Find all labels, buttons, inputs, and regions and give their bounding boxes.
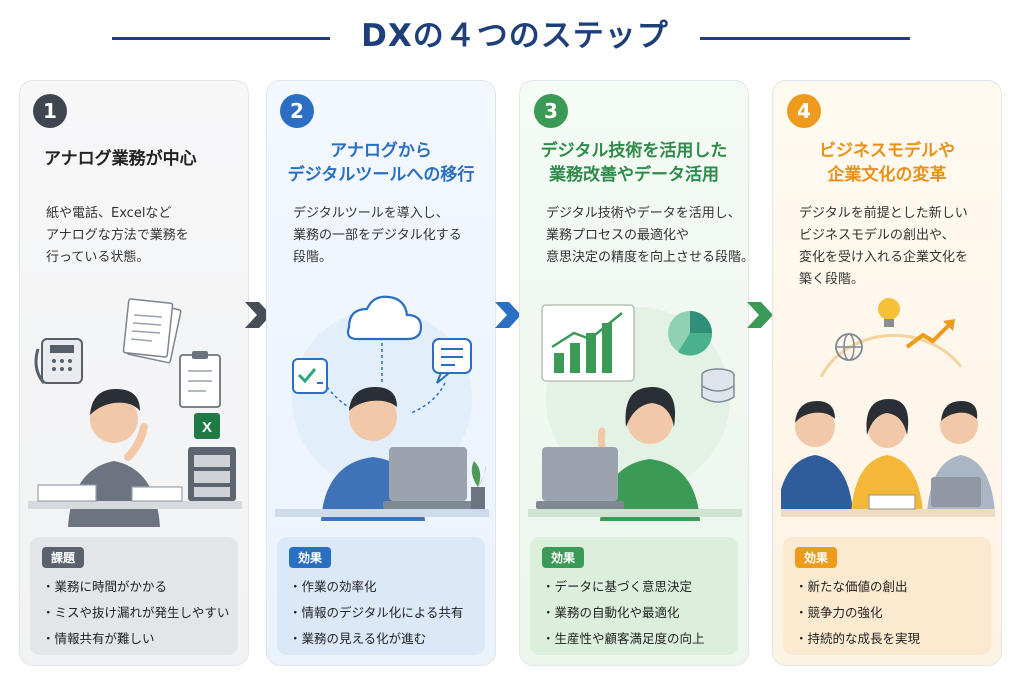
- step-heading: アナログから デジタルツールへの移行: [273, 139, 489, 187]
- effect-box: 効果 ・新たな価値の創出 ・競争力の強化 ・持続的な成長を実現: [783, 537, 991, 655]
- arrow-right-icon: [245, 302, 271, 328]
- step-description: 紙や電話、Excelなど アナログな方法で業務を 行っている状態。: [46, 203, 238, 269]
- step-heading: アナログ業務が中心: [44, 147, 242, 171]
- bullet-list: ・業務に時間がかかる ・ミスや抜け漏れが発生しやすい ・情報共有が難しい: [42, 574, 230, 652]
- document-stack-icon: [122, 298, 182, 364]
- step-card-3: 3 デジタル技術を活用した 業務改善やデータ活用 デジタル技術やデータを活用し、…: [519, 80, 749, 666]
- box-label: 効果: [289, 547, 332, 568]
- cloud-icon: [346, 295, 423, 341]
- desc-line: 紙や電話、Excelなど: [46, 206, 172, 221]
- desc-line: 業務プロセスの最適化や: [546, 228, 690, 243]
- step-description: デジタルツールを導入し、 業務の一部をデジタル化する 段階。: [293, 203, 485, 269]
- checklist-icon: [292, 358, 328, 394]
- list-item: ・生産性や顧客満足度の向上: [542, 631, 705, 646]
- list-item: ・情報共有が難しい: [42, 631, 155, 646]
- effect-box: 効果 ・作業の効率化 ・情報のデジタル化による共有 ・業務の見える化が進む: [277, 537, 485, 655]
- heading-line: 企業文化の変革: [827, 165, 947, 185]
- list-item: ・持続的な成長を実現: [795, 631, 921, 646]
- desc-line: 業務の一部をデジタル化する: [293, 228, 462, 243]
- bullet-list: ・データに基づく意思決定 ・業務の自動化や最適化 ・生産性や顧客満足度の向上: [542, 574, 728, 652]
- step-number: 3: [534, 94, 568, 128]
- list-item: ・競争力の強化: [795, 605, 883, 620]
- step-card-1: 1 アナログ業務が中心 紙や電話、Excelなど アナログな方法で業務を 行って…: [19, 80, 249, 666]
- bullet-list: ・作業の効率化 ・情報のデジタル化による共有 ・業務の見える化が進む: [289, 574, 475, 652]
- growth-arrow-icon: [905, 319, 955, 349]
- step-card-2: 2 アナログから デジタルツールへの移行 デジタルツールを導入し、 業務の一部を…: [266, 80, 496, 666]
- svg-text:X: X: [202, 419, 212, 436]
- chat-bubble-icon: [432, 338, 472, 384]
- desc-line: アナログな方法で業務を: [46, 228, 189, 243]
- desc-line: デジタルツールを導入し、: [293, 206, 449, 221]
- step-number: 4: [787, 94, 821, 128]
- list-item: ・データに基づく意思決定: [542, 579, 693, 594]
- list-item: ・業務の見える化が進む: [289, 631, 427, 646]
- arrow-right-icon: [495, 302, 521, 328]
- heading-line: アナログから: [330, 141, 432, 161]
- title-row: DXの４つのステップ: [0, 14, 1023, 58]
- heading-line: 業務改善やデータ活用: [549, 165, 719, 185]
- box-label: 課題: [42, 547, 85, 568]
- step-heading: デジタル技術を活用した 業務改善やデータ活用: [526, 139, 742, 187]
- database-icon: [701, 368, 735, 403]
- desk-papers-icon: [37, 484, 183, 502]
- potted-plant-icon: [471, 461, 486, 509]
- excel-icon: X: [194, 413, 220, 439]
- heading-line: デジタルツールへの移行: [287, 165, 475, 185]
- box-label: 効果: [795, 547, 838, 568]
- box-label: 効果: [542, 547, 585, 568]
- analog-office-illustration: X: [28, 298, 242, 527]
- list-item: ・情報のデジタル化による共有: [289, 605, 464, 620]
- step-description: デジタルを前提とした新しい ビジネスモデルの創出や、 変化を受け入れる企業文化を…: [799, 203, 991, 291]
- desc-line: 変化を受け入れる企業文化を: [799, 250, 969, 265]
- step-heading: ビジネスモデルや 企業文化の変革: [779, 139, 995, 187]
- pie-chart-icon: [668, 311, 713, 356]
- bar-chart-icon: [541, 304, 635, 382]
- bullet-list: ・新たな価値の創出 ・競争力の強化 ・持続的な成長を実現: [795, 574, 981, 652]
- desc-line: ビジネスモデルの創出や、: [799, 228, 955, 243]
- file-cabinet-icon: [188, 447, 236, 501]
- title-line-right: [700, 37, 910, 40]
- arrow-right-icon: [747, 302, 773, 328]
- list-item: ・作業の効率化: [289, 579, 377, 594]
- desc-line: 行っている状態。: [46, 250, 150, 265]
- meeting-papers-icon: [868, 477, 981, 510]
- data-utilization-illustration: [528, 304, 742, 521]
- list-item: ・新たな価値の創出: [795, 579, 908, 594]
- effect-box: 効果 ・データに基づく意思決定 ・業務の自動化や最適化 ・生産性や顧客満足度の向…: [530, 537, 738, 655]
- issue-box: 課題 ・業務に時間がかかる ・ミスや抜け漏れが発生しやすい ・情報共有が難しい: [30, 537, 238, 655]
- business-transformation-illustration: [781, 298, 995, 517]
- list-item: ・業務に時間がかかる: [42, 579, 168, 594]
- heading-line: ビジネスモデルや: [819, 141, 955, 161]
- step-number: 1: [33, 94, 67, 128]
- globe-icon: [835, 333, 863, 361]
- page-title: DXの４つのステップ: [361, 18, 669, 54]
- laptop-icon: [383, 447, 473, 509]
- list-item: ・業務の自動化や最適化: [542, 605, 680, 620]
- desc-line: 段階。: [293, 250, 333, 265]
- desc-line: デジタルを前提とした新しい: [799, 206, 968, 221]
- clipboard-icon: [179, 351, 221, 408]
- laptop-icon: [536, 447, 624, 509]
- heading-line: デジタル技術を活用した: [540, 141, 728, 161]
- digital-tools-illustration: [275, 295, 489, 521]
- desc-line: 意思決定の精度を向上させる段階。: [546, 250, 749, 265]
- step-description: デジタル技術やデータを活用し、 業務プロセスの最適化や 意思決定の精度を向上させ…: [546, 203, 749, 269]
- step-number: 2: [280, 94, 314, 128]
- desc-line: 築く段階。: [799, 272, 865, 287]
- desc-line: デジタル技術やデータを活用し、: [546, 206, 741, 221]
- heading-line: アナログ業務が中心: [44, 149, 197, 169]
- lightbulb-icon: [878, 298, 900, 327]
- worker-figure: [68, 389, 160, 527]
- telephone-icon: [34, 338, 83, 384]
- list-item: ・ミスや抜け漏れが発生しやすい: [42, 605, 230, 620]
- step-card-4: 4 ビジネスモデルや 企業文化の変革 デジタルを前提とした新しい ビジネスモデル…: [772, 80, 1002, 666]
- title-line-left: [112, 37, 330, 40]
